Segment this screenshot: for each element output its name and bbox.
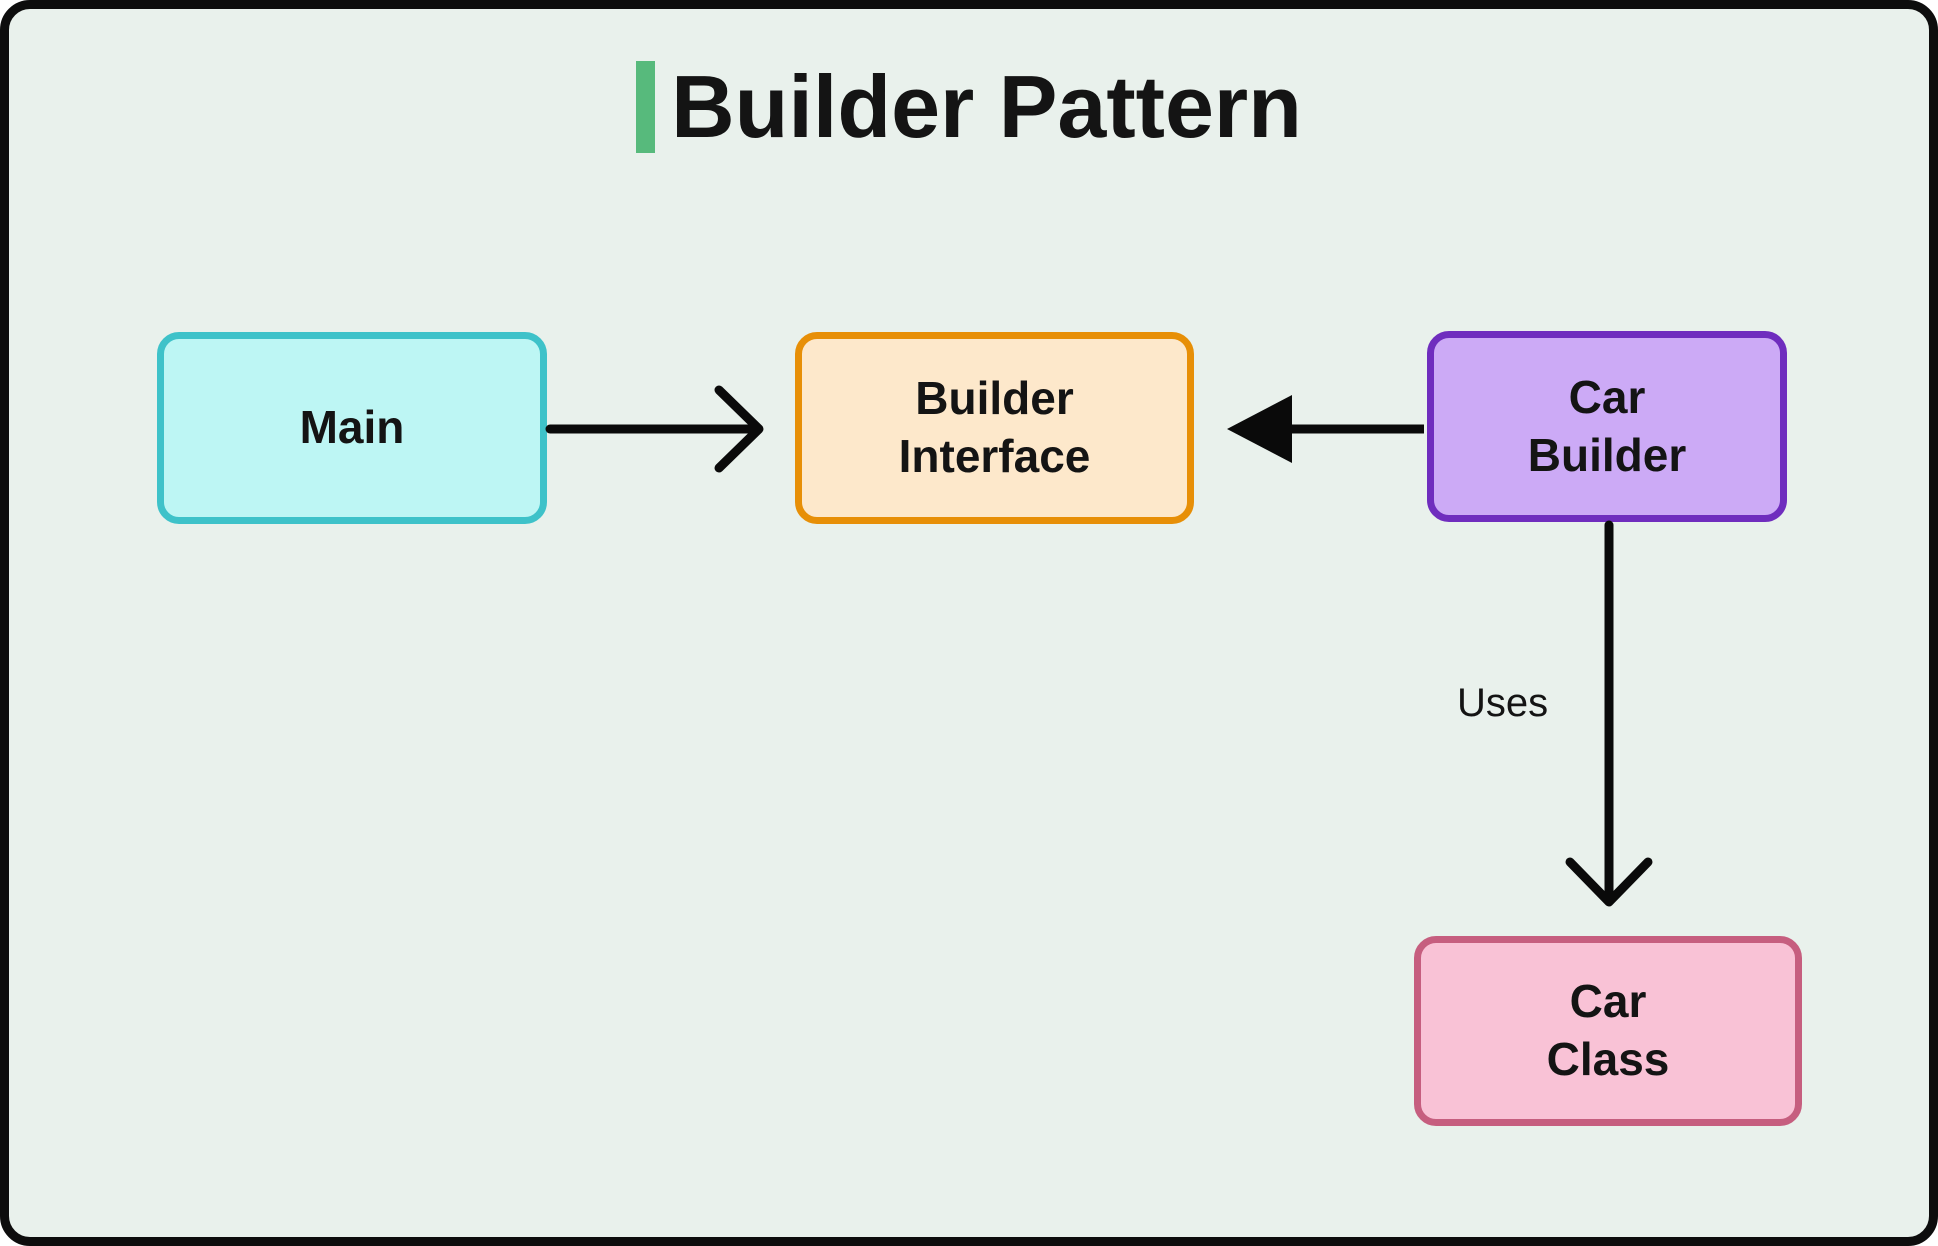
edge-car-builder-to-builder-interface bbox=[1227, 395, 1424, 463]
node-builder-interface: Builder Interface bbox=[795, 332, 1194, 524]
edge-car-builder-to-car-class bbox=[1565, 520, 1653, 907]
node-main: Main bbox=[157, 332, 547, 524]
diagram-title: Builder Pattern bbox=[671, 57, 1302, 156]
node-car-builder: Car Builder bbox=[1427, 331, 1787, 522]
diagram-title-row: Builder Pattern bbox=[9, 61, 1929, 153]
edge-label-uses: Uses bbox=[1457, 681, 1549, 725]
title-accent-bar bbox=[636, 61, 656, 153]
edge-main-to-builder-interface bbox=[545, 385, 764, 473]
node-car-class: Car Class bbox=[1414, 936, 1802, 1126]
